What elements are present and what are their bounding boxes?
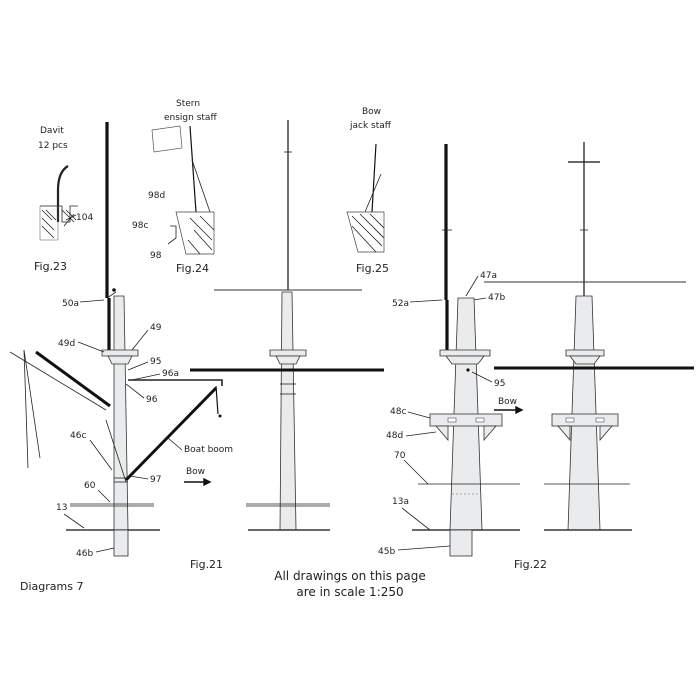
part-45b-label: 45b xyxy=(378,547,395,557)
fig22-mast-front xyxy=(484,142,694,531)
leader-50a xyxy=(79,299,105,303)
leader-13 xyxy=(63,513,85,529)
fig24-ensign-staff-drawing xyxy=(151,125,215,255)
leader-46c xyxy=(89,439,113,471)
part-104-label: 104 xyxy=(76,213,93,223)
fig21-caption: Fig.21 xyxy=(190,558,223,571)
fig22-caption: Fig.22 xyxy=(514,558,547,571)
leader-45b xyxy=(397,545,451,551)
leader-13a xyxy=(401,507,431,531)
leader-70 xyxy=(403,459,429,485)
part-49-label: 49 xyxy=(150,323,162,333)
part-95-fig22-label: 95 xyxy=(494,379,505,389)
scale-note-line1: All drawings on this page xyxy=(274,569,425,583)
diagrams-number-label: Diagrams 7 xyxy=(20,580,83,593)
part-13a-label: 13a xyxy=(392,497,409,507)
part-70-label: 70 xyxy=(394,451,406,461)
part-95-label: 95 xyxy=(150,357,161,367)
part-48d-label: 48d xyxy=(386,431,403,441)
leader-boat-boom xyxy=(167,437,183,451)
fig21-mast-side xyxy=(9,122,223,557)
leader-97 xyxy=(129,475,149,480)
part-48c-label: 48c xyxy=(390,407,406,417)
leader-48c xyxy=(407,411,431,419)
part-98-label: 98 xyxy=(150,251,162,261)
bow-arrow-icon xyxy=(184,477,212,487)
part-98d-label: 98d xyxy=(148,191,165,201)
part-96a-label: 96a xyxy=(162,369,179,379)
part-96-label: 96 xyxy=(146,395,158,405)
leader-96 xyxy=(125,383,145,399)
ensign-staff-label: ensign staff xyxy=(164,113,217,123)
part-50a-label: 50a xyxy=(62,299,79,309)
part-98c-label: 98c xyxy=(132,221,148,231)
davit-pcs-label: 12 pcs xyxy=(38,141,68,151)
leader-96a xyxy=(131,373,161,381)
leader-47b xyxy=(473,297,487,301)
leader-95-fig22 xyxy=(471,371,493,383)
fig25-jack-staff-drawing xyxy=(346,143,385,253)
fig24-caption: Fig.24 xyxy=(176,262,209,275)
fig25-caption: Fig.25 xyxy=(356,262,389,275)
bow-label: Bow xyxy=(362,107,381,117)
leader-47a xyxy=(465,275,479,297)
fig23-caption: Fig.23 xyxy=(34,260,67,273)
bow-arrow-fig22-icon xyxy=(494,405,524,415)
part-60-label: 60 xyxy=(84,481,96,491)
leader-95 xyxy=(127,361,149,371)
part-47a-label: 47a xyxy=(480,271,497,281)
part-49d-label: 49d xyxy=(58,339,75,349)
bow-direction-fig22-label: Bow xyxy=(498,397,517,407)
part-47b-label: 47b xyxy=(488,293,505,303)
davit-label: Davit xyxy=(40,126,64,136)
leader-48d xyxy=(405,431,437,437)
leader-49d xyxy=(77,341,105,353)
part-13-label: 13 xyxy=(56,503,67,513)
bow-direction-label: Bow xyxy=(186,467,205,477)
boat-boom-label: Boat boom xyxy=(184,445,233,455)
stern-label: Stern xyxy=(176,99,200,109)
leader-60 xyxy=(97,489,111,503)
leader-46b xyxy=(95,547,115,553)
part-46b-label: 46b xyxy=(76,549,93,559)
part-97-label: 97 xyxy=(150,475,161,485)
fig21-mast-front xyxy=(190,120,384,531)
part-46c-label: 46c xyxy=(70,431,86,441)
part-52a-label: 52a xyxy=(392,299,409,309)
scale-note-line2: are in scale 1:250 xyxy=(296,585,403,599)
leader-52a xyxy=(409,299,443,303)
jack-staff-label: jack staff xyxy=(349,121,392,131)
fig23-davit-drawing xyxy=(39,165,78,241)
leader-49 xyxy=(131,329,149,351)
fig22-mast-side xyxy=(412,144,520,557)
